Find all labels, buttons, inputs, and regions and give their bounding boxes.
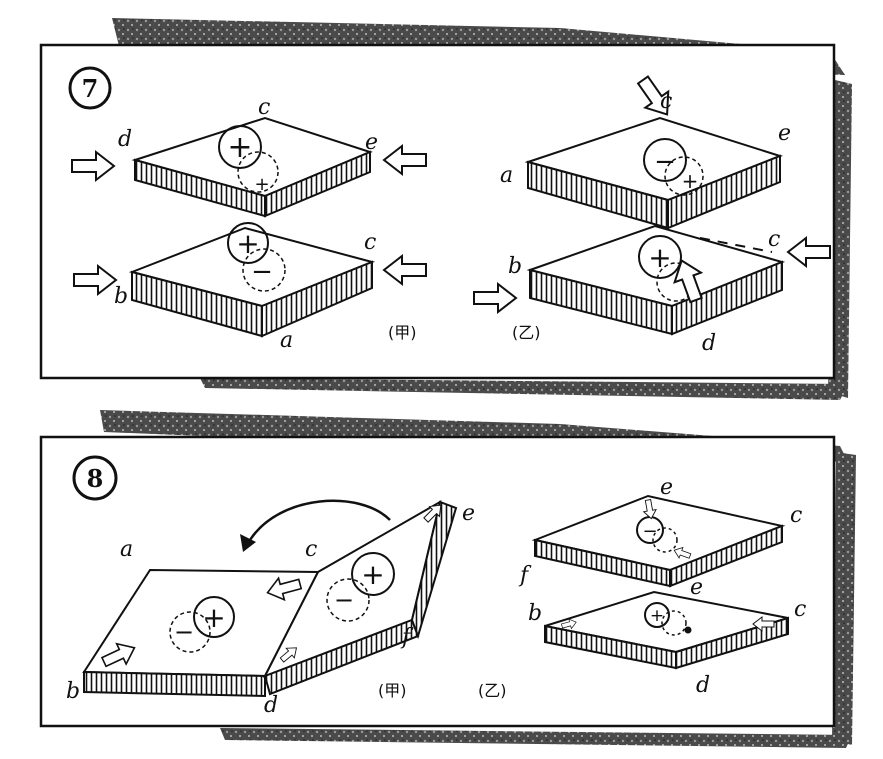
fig7-right-top-plate: [524, 116, 783, 230]
fig7-left-top-charges: + +: [218, 125, 279, 195]
charge-minus: −: [642, 521, 657, 542]
fig7-right-label-top-left: a: [500, 163, 513, 188]
fig8-right-label-top-c: c: [790, 503, 802, 528]
fig8-left-plate-tilted: [262, 499, 458, 696]
fig7-left-label-top-back: c: [258, 95, 270, 120]
fig8-left-label-a: a: [120, 537, 133, 562]
fig7-left-label-top-right: e: [365, 130, 378, 155]
fig7-right-bottom-plate: [526, 224, 786, 336]
charge-plus: +: [202, 601, 225, 634]
fig8-left-plate-flat: [82, 568, 320, 698]
panel-7-frame: [39, 43, 836, 380]
charge-plus: +: [648, 241, 671, 274]
figure-7-number-circle: [68, 66, 112, 110]
fig8-left-charges: + − + −: [169, 552, 395, 653]
fold-line: [699, 237, 773, 253]
fig8-caption-left: (甲): [378, 681, 407, 700]
figure-7-panel: 7 + + c d e + − c b a: [39, 18, 852, 400]
fig8-right-label-bottom-d: d: [696, 673, 710, 698]
charge-plus: +: [227, 130, 252, 165]
panel-8-shadow-bottom: [220, 728, 852, 748]
charge-plus: +: [650, 606, 664, 626]
fig8-right-bottom-charges: +: [644, 602, 692, 636]
charge-plus: +: [361, 558, 384, 591]
fig8-right-label-top-e: e: [660, 475, 673, 500]
fig7-caption-left: (甲): [388, 323, 417, 342]
charge-minus: −: [174, 618, 194, 646]
fig7-right-label-bottom-right: c: [768, 227, 780, 252]
charge-minus: −: [654, 147, 676, 177]
figure-8-number: 8: [87, 464, 104, 493]
fig7-left-label-top-left: d: [118, 127, 132, 152]
fig7-right-top-charges: − +: [643, 138, 704, 196]
fig7-right-label-top-right: e: [778, 121, 791, 146]
fig8-right-label-bottom-b: b: [528, 601, 542, 626]
charge-plus: +: [236, 227, 259, 260]
fig7-left-bottom-charges: + −: [227, 222, 286, 292]
figure-7-number: 7: [82, 74, 99, 103]
fig8-right-label-bottom-c: c: [794, 597, 806, 622]
rotation-arrow: [248, 499, 391, 541]
fig7-left-label-bottom-right: c: [364, 230, 376, 255]
fig8-left-label-d: d: [264, 693, 278, 718]
fig8-right-label-bottom-e: e: [690, 575, 703, 600]
charge-minus: −: [334, 586, 354, 614]
fig8-right-top-plate: [531, 494, 786, 588]
fig7-left-bottom-plate: [128, 226, 376, 338]
fig7-right-label-bottom-left: b: [508, 254, 522, 279]
fig8-left-label-b: b: [66, 679, 80, 704]
charge-plus-small: +: [682, 169, 699, 193]
fig7-caption-right: (乙): [512, 323, 541, 342]
figure-8-number-circle: [72, 455, 118, 501]
fig7-right-label-bottom-front: d: [702, 331, 716, 356]
fig8-left-label-c: c: [305, 537, 317, 562]
fig7-left-label-bottom-left: b: [114, 284, 128, 309]
charge-minus: −: [251, 257, 273, 287]
panel-8-shadow-right: [832, 452, 856, 745]
figure-8-panel: 8 + − + − a c e f b d: [39, 410, 856, 748]
rotation-arrowhead-icon: [240, 534, 256, 552]
fig8-caption-right: (乙): [478, 681, 507, 700]
fig7-right-label-top-back: c: [660, 89, 672, 114]
fig7-left-top-plate: [131, 116, 373, 218]
panel-7-shadow-bottom: [200, 378, 848, 400]
fig8-left-label-e: e: [462, 501, 475, 526]
charge-plus-small: +: [254, 174, 269, 195]
fig7-left-label-bottom-front: a: [280, 328, 293, 353]
